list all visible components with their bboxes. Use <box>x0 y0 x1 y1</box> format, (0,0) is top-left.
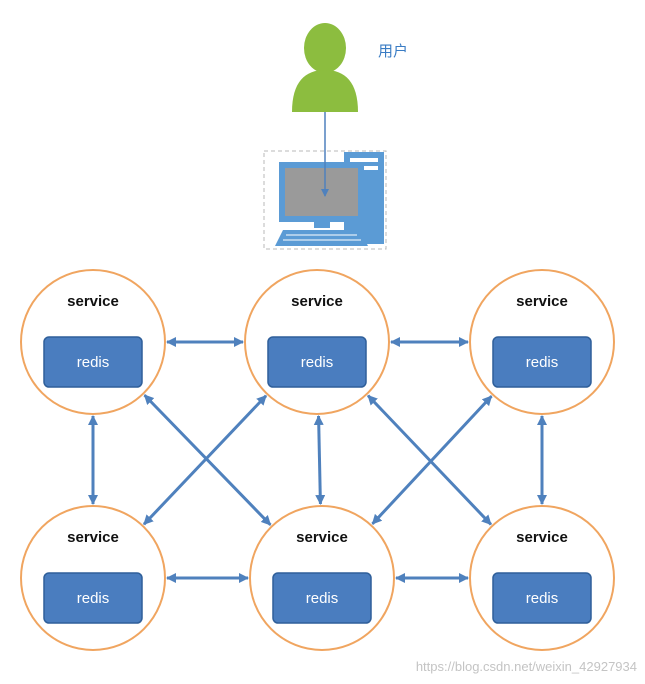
redis-label: redis <box>526 590 559 607</box>
redis-box <box>492 572 592 624</box>
link-arrow-10 <box>371 395 493 525</box>
redis-box <box>43 336 143 388</box>
user-label: 用户 <box>378 42 408 60</box>
redis-label: redis <box>77 354 110 371</box>
computer-icon <box>263 150 387 250</box>
nodes-layer: serviceredisserviceredisserviceredisserv… <box>20 269 615 651</box>
service-node-1: service redis <box>244 269 390 415</box>
service-node-2: service redis <box>469 269 615 415</box>
redis-box <box>43 572 143 624</box>
link-arrow-8 <box>142 394 268 526</box>
link-arrow-5 <box>313 414 326 506</box>
watermark-text: https://blog.csdn.net/weixin_42927934 <box>416 659 637 674</box>
service-node-4: service redis <box>249 505 395 651</box>
redis-label: redis <box>301 354 334 371</box>
links-layer <box>88 337 547 583</box>
redis-label: redis <box>526 354 559 371</box>
service-label: service <box>291 293 343 310</box>
service-node-0: service redis <box>20 269 166 415</box>
service-node-3: service redis <box>20 505 166 651</box>
redis-box <box>267 336 367 388</box>
service-label: service <box>67 293 119 310</box>
redis-label: redis <box>306 590 339 607</box>
service-label: service <box>516 529 568 546</box>
user-icon <box>292 23 358 112</box>
service-label: service <box>516 293 568 310</box>
redis-box <box>492 336 592 388</box>
service-node-5: service redis <box>469 505 615 651</box>
redis-label: redis <box>77 590 110 607</box>
redis-box <box>272 572 372 624</box>
service-label: service <box>67 529 119 546</box>
service-label: service <box>296 529 348 546</box>
